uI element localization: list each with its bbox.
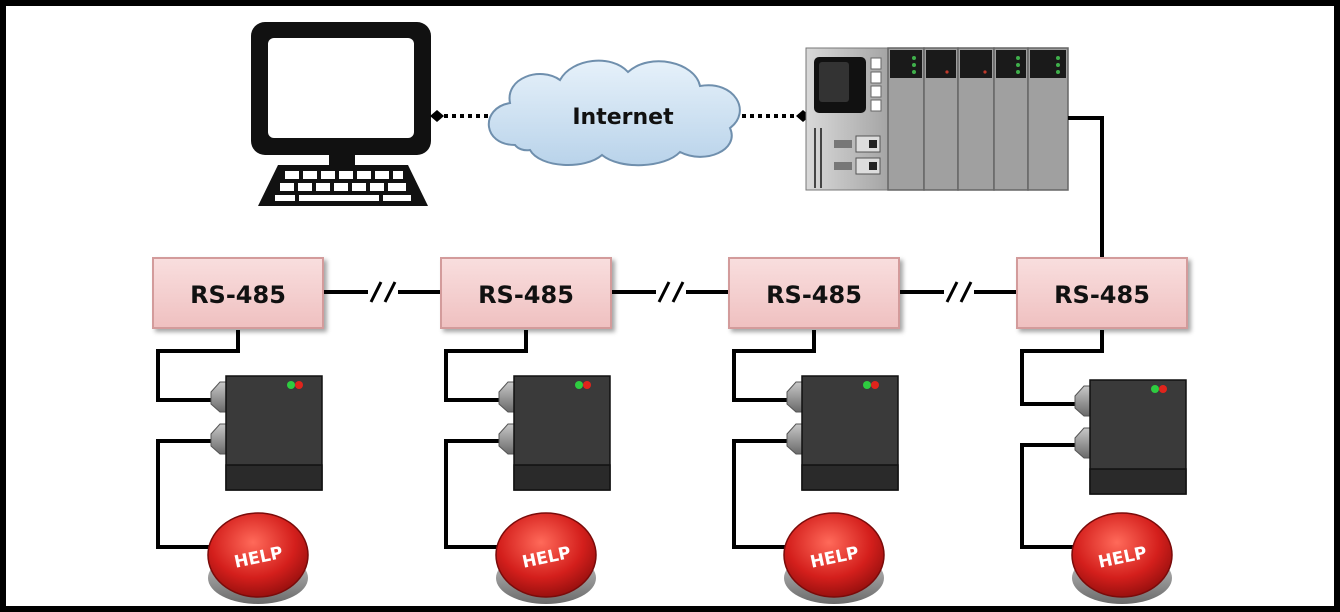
- plc-bus-cable: [1068, 116, 1104, 258]
- rs485-converter-box: [440, 257, 612, 329]
- rs485-label: RS-485: [766, 281, 862, 309]
- node-1: RS-485 HELP: [152, 257, 324, 604]
- internet-link-right: [742, 110, 810, 122]
- rs485-converter-box: [152, 257, 324, 329]
- bus-break-marks: [368, 281, 974, 303]
- status-led-green-icon: [287, 381, 295, 389]
- status-led-red-icon: [583, 381, 591, 389]
- internet-cloud: Internet: [487, 59, 741, 167]
- help-button[interactable]: HELP: [1071, 512, 1173, 604]
- status-led-green-icon: [1151, 385, 1159, 393]
- rs485-label: RS-485: [478, 281, 574, 309]
- help-button[interactable]: HELP: [207, 512, 309, 604]
- rs485-label: RS-485: [190, 281, 286, 309]
- rs485-converter-box: [1016, 257, 1188, 329]
- plc-controller-icon: [805, 47, 1069, 191]
- node-3: RS-485 HELP: [728, 257, 900, 604]
- node-2: RS-485 HELP: [440, 257, 612, 604]
- help-button[interactable]: HELP: [495, 512, 597, 604]
- status-led-green-icon: [575, 381, 583, 389]
- status-led-red-icon: [871, 381, 879, 389]
- help-button[interactable]: HELP: [783, 512, 885, 604]
- io-module-icon: [1074, 379, 1187, 495]
- node-4: RS-485 HELP: [1016, 257, 1188, 604]
- computer-icon: [251, 22, 431, 206]
- status-led-red-icon: [295, 381, 303, 389]
- internet-link-left: [430, 110, 500, 122]
- status-led-green-icon: [863, 381, 871, 389]
- rs485-label: RS-485: [1054, 281, 1150, 309]
- io-module-icon: [210, 375, 323, 491]
- rs485-converter-box: [728, 257, 900, 329]
- io-module-icon: [498, 375, 611, 491]
- status-led-red-icon: [1159, 385, 1167, 393]
- internet-label: Internet: [572, 105, 674, 130]
- io-module-icon: [786, 375, 899, 491]
